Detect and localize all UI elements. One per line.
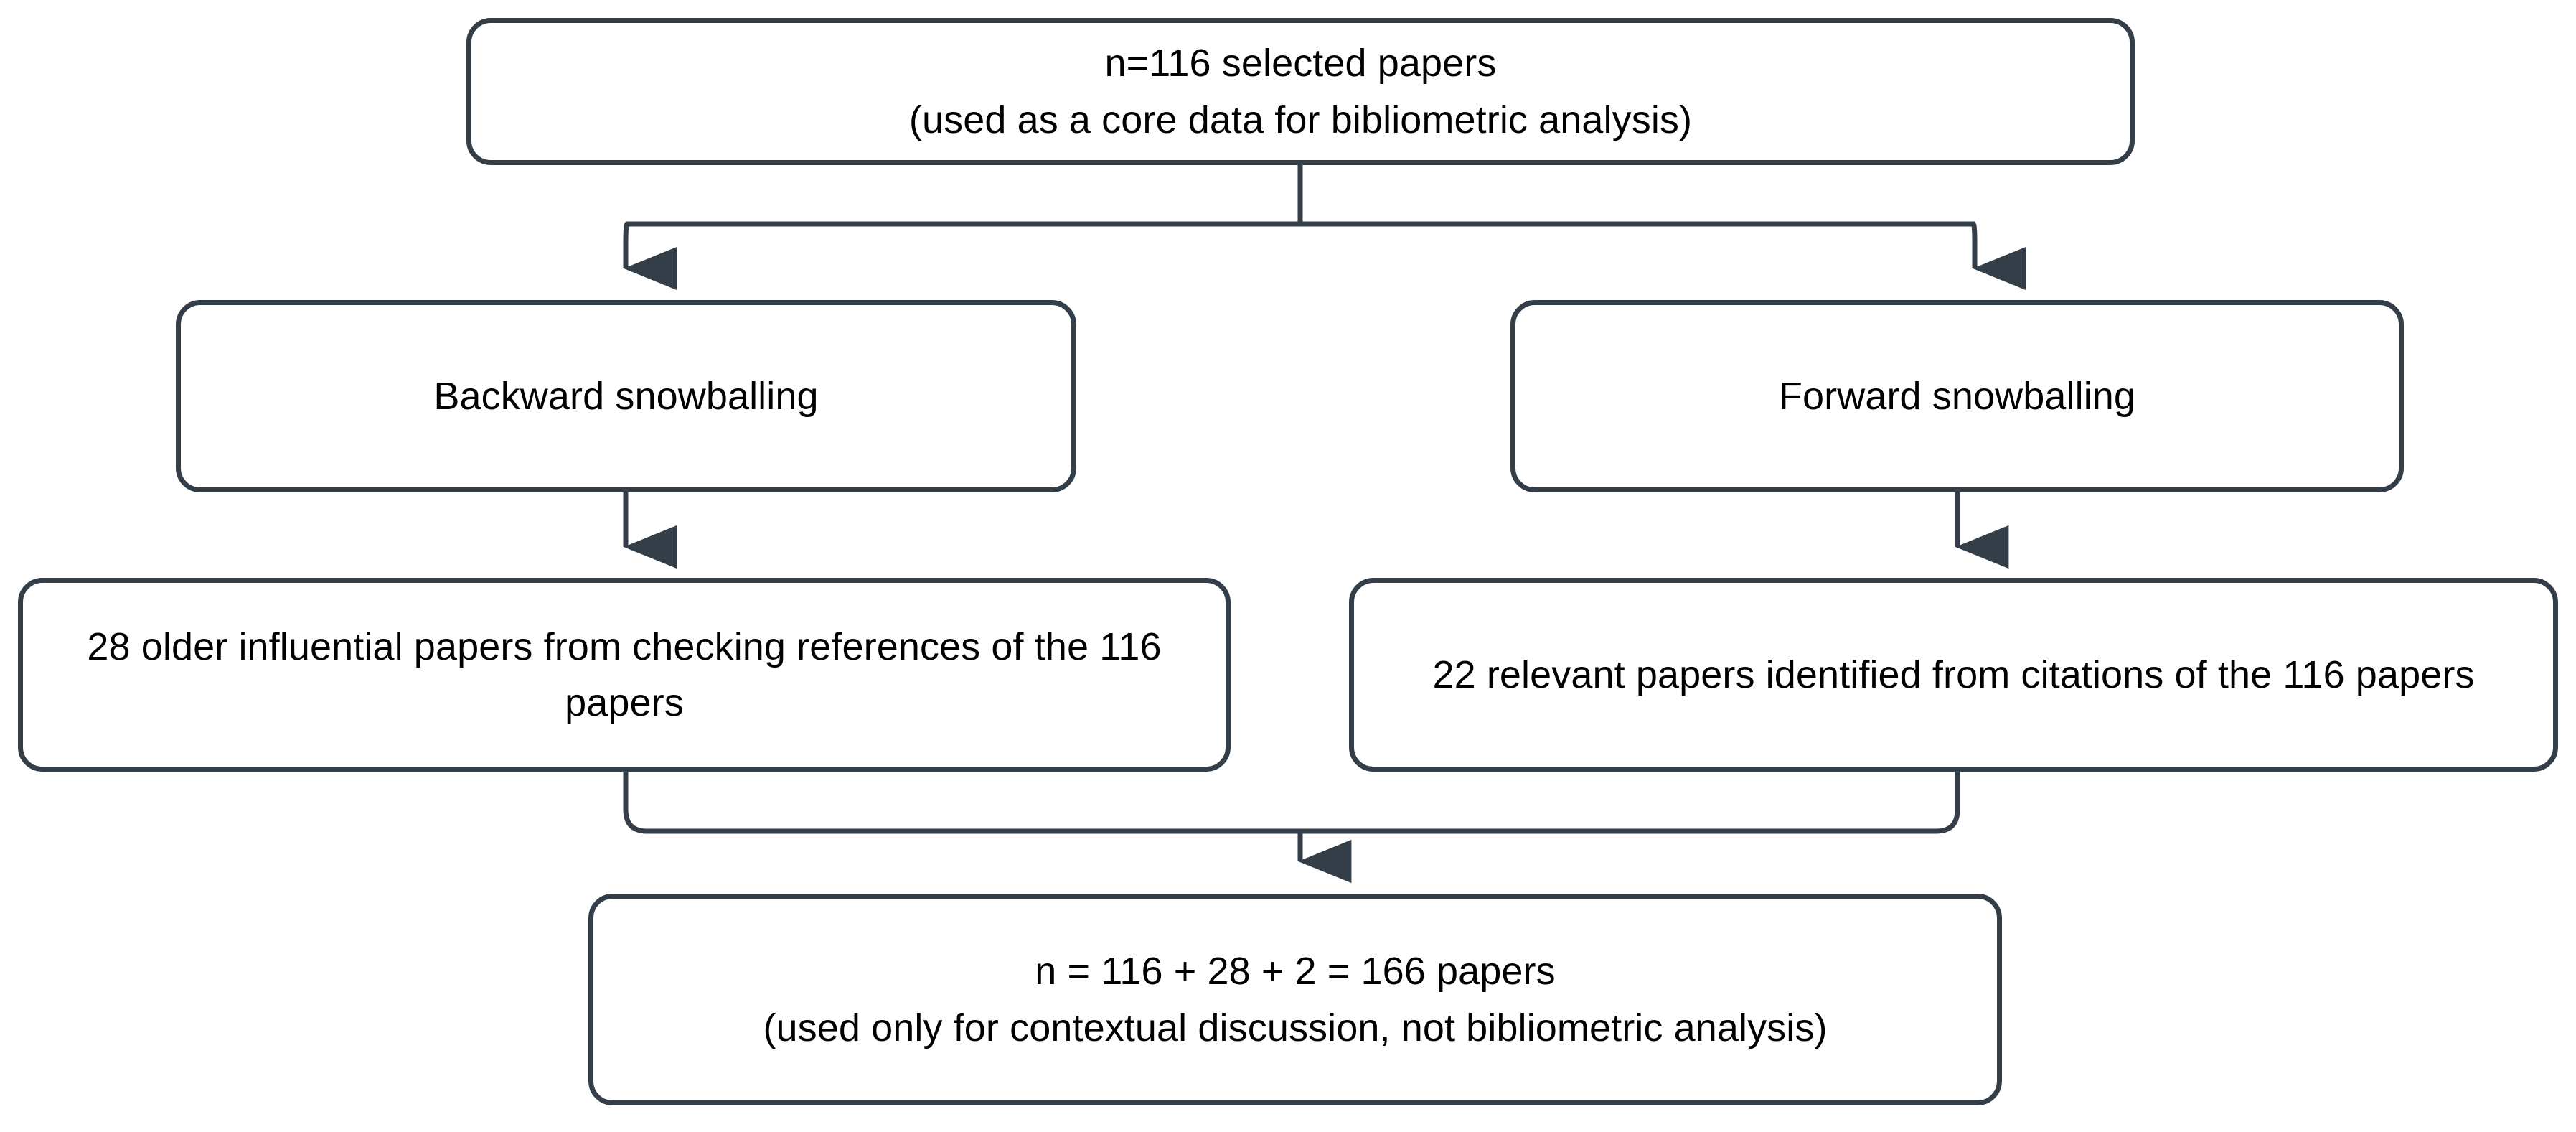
node-total[interactable]: n = 116 + 28 + 2 = 166 papers (used only…: [588, 894, 2002, 1105]
node-total-label: n = 116 + 28 + 2 = 166 papers (used only…: [763, 950, 1828, 1049]
edge-merge-total: [623, 772, 1960, 884]
node-backward-snowballing[interactable]: Backward snowballing: [176, 300, 1076, 492]
node-forward-snowballing-label: Forward snowballing: [1778, 374, 2136, 418]
node-forward-snowballing[interactable]: Forward snowballing: [1510, 300, 2404, 492]
node-forward-result-label: 22 relevant papers identified from citat…: [1432, 652, 2475, 696]
node-forward-result[interactable]: 22 relevant papers identified from citat…: [1349, 578, 2558, 772]
node-root-label: n=116 selected papers (used as a core da…: [908, 42, 1693, 141]
node-backward-result-label: 28 older influential papers from checkin…: [87, 625, 1162, 724]
node-backward-snowballing-label: Backward snowballing: [433, 374, 819, 418]
node-root[interactable]: n=116 selected papers (used as a core da…: [466, 18, 2135, 165]
node-backward-result[interactable]: 28 older influential papers from checkin…: [18, 578, 1231, 772]
edge-root-split: [623, 165, 2026, 291]
